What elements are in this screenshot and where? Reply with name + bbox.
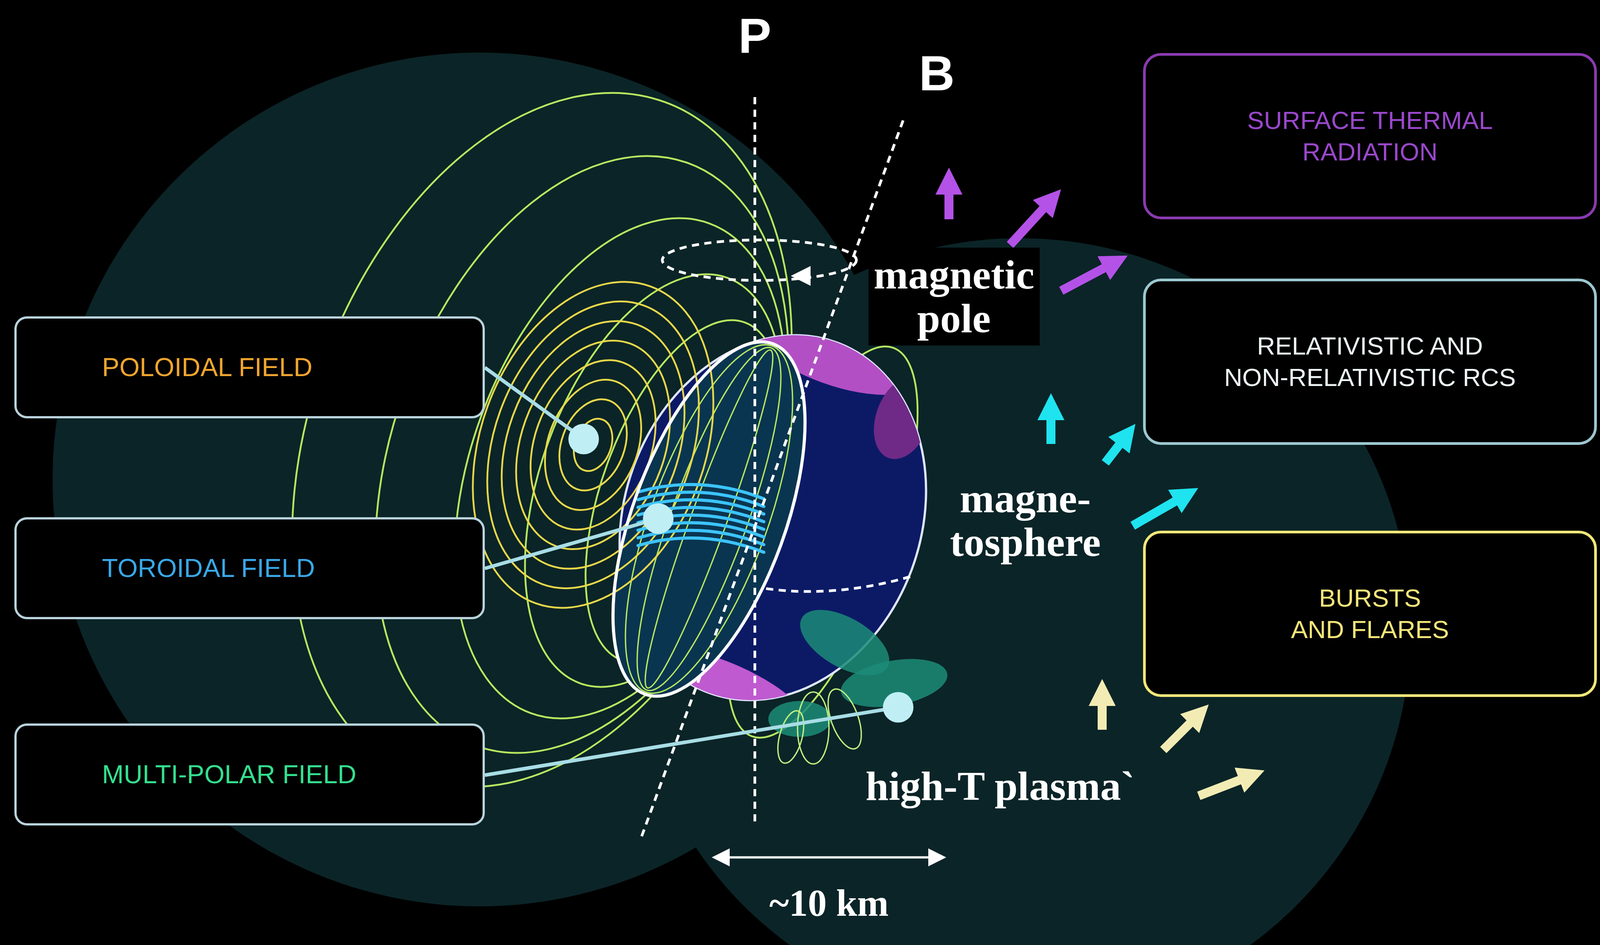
box-text: POLOIDAL FIELD	[101, 350, 314, 384]
thermal-arrow	[1061, 266, 1107, 291]
burst-arrow	[1198, 779, 1242, 796]
toroidal-bundle	[638, 484, 764, 553]
label-box: BURSTS AND FLARES	[1143, 530, 1597, 697]
burst-arrow	[1097, 703, 1107, 730]
star-cross-section	[573, 317, 845, 721]
label-box: SURFACE THERMAL RADIATION	[1143, 53, 1597, 220]
field-loop	[772, 708, 809, 767]
rcs-arrow	[1105, 443, 1121, 463]
diagram-label: B	[918, 47, 956, 100]
magnetic-axis	[640, 120, 904, 839]
diagram-label: magnetic pole	[873, 252, 1035, 340]
leader-dot	[882, 691, 914, 723]
box-text: TOROIDAL FIELD	[101, 551, 316, 585]
leader-line	[484, 707, 899, 776]
multipolar-region	[768, 596, 952, 766]
box-text: MULTI-POLAR FIELD	[101, 757, 358, 791]
thermal-arrow	[944, 191, 954, 220]
box-text: SURFACE THERMAL RADIATION	[1247, 104, 1494, 168]
rcs-arrow	[1046, 417, 1056, 444]
field-loop	[797, 691, 829, 764]
cross-section-outline	[573, 317, 845, 721]
leader-dot	[642, 503, 674, 534]
field-line	[469, 295, 718, 595]
diagram-label: high-T plasma`	[864, 764, 1136, 808]
field-line	[630, 343, 788, 694]
field-line	[547, 389, 639, 500]
dimension-arrow	[727, 856, 931, 859]
star-hemisphere	[569, 291, 976, 744]
rotation-ellipse	[662, 239, 857, 281]
box-text: RELATIVISTIC AND NON-RELATIVISTIC RCS	[1223, 330, 1516, 394]
field-line	[567, 413, 620, 477]
label-box: MULTI-POLAR FIELD	[14, 723, 485, 826]
rotation-axis	[753, 97, 757, 827]
label-box: POLOIDAL FIELD	[14, 316, 485, 419]
burst-arrow	[1163, 721, 1192, 750]
rotation-arrow	[790, 265, 811, 286]
box-text: BURSTS AND FLARES	[1290, 582, 1450, 646]
hot-spot	[863, 368, 944, 468]
diagram-label: magne- tosphere	[949, 476, 1101, 564]
diagram-label: P	[737, 9, 772, 63]
leader-line	[484, 518, 659, 569]
thermal-arrow	[1010, 207, 1045, 245]
leader-dot	[568, 423, 599, 455]
leader-line	[484, 367, 584, 439]
leader-lines	[484, 367, 899, 776]
rcs-arrow	[1132, 500, 1178, 526]
label-box: RELATIVISTIC AND NON-RELATIVISTIC RCS	[1143, 278, 1597, 445]
diagram-label: ~10 km	[768, 883, 890, 923]
label-box: TOROIDAL FIELD	[14, 517, 485, 620]
